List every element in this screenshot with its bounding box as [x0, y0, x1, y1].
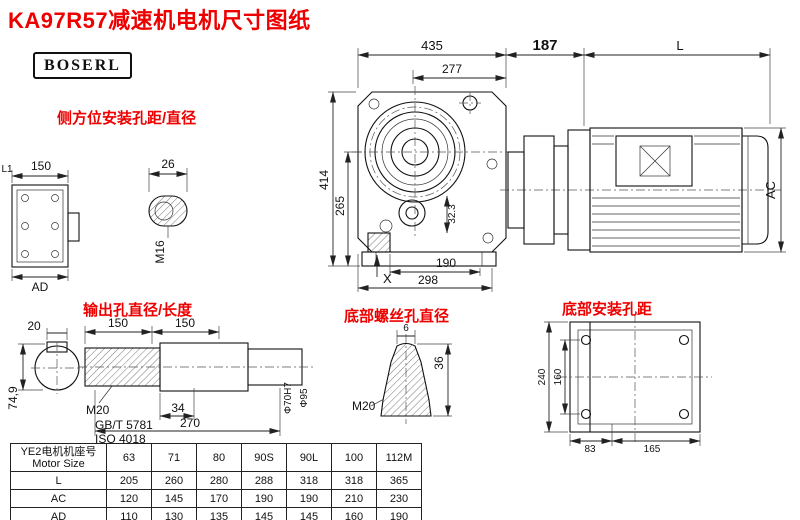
dim-hub: Φ95: [299, 388, 310, 408]
table-cell: 170: [196, 489, 242, 508]
dim-265: 265: [333, 196, 347, 216]
table-cell: 110: [106, 507, 152, 520]
side-view: L1 150 AD: [1, 159, 80, 294]
col-header-63: 63: [106, 443, 152, 472]
dim-187: 187: [532, 37, 557, 54]
dim-m16: M16: [153, 240, 167, 264]
table-cell: 365: [376, 471, 422, 490]
table-cell: 210: [331, 489, 377, 508]
dim-x-mark: X: [383, 271, 392, 286]
output-shaft-view: 20 150 150 74,9 M20 GB/T 5781 ISO 4018 3…: [6, 316, 314, 446]
table-cell: 230: [376, 489, 422, 508]
table-cell: 190: [376, 507, 422, 520]
col-header-90s: 90S: [241, 443, 287, 472]
side-hole-detail: 26 M16: [148, 157, 188, 264]
bottom-screw-detail: 6 36 M20: [352, 323, 452, 424]
dim-m20-screw: M20: [352, 399, 376, 413]
table-cell: 318: [286, 471, 332, 490]
page-title: KA97R57减速机电机尺寸图纸: [8, 8, 311, 33]
label-bottom-screw: 底部螺丝孔直径: [344, 308, 450, 325]
row-label-ac: AC: [10, 489, 107, 508]
label-output-hole: 输出孔直径/长度: [83, 302, 193, 319]
table-cell: 280: [196, 471, 242, 490]
table-cell: 190: [286, 489, 332, 508]
row-label-ad: AD: [10, 507, 107, 520]
dim-150a: 150: [108, 316, 128, 330]
dim-277: 277: [442, 62, 462, 76]
table-cell: 205: [106, 471, 152, 490]
motor-size-table: YE2电机机座号 Motor Size 63 71 80 90S 90L 100…: [10, 443, 422, 520]
row-label-l: L: [10, 471, 107, 490]
table-row-l: L 205 260 280 288 318 318 365: [10, 471, 422, 490]
table-cell: 260: [151, 471, 197, 490]
dim-298: 298: [418, 273, 438, 287]
x-mount-pad: [367, 232, 391, 253]
col-header-80: 80: [196, 443, 242, 472]
dim-83: 83: [584, 444, 596, 455]
header-en: Motor Size: [32, 457, 85, 470]
dim-190: 190: [436, 256, 456, 270]
dim-414: 414: [317, 170, 331, 190]
dim-36: 36: [432, 356, 446, 370]
table-header-row: YE2电机机座号 Motor Size 63 71 80 90S 90L 100…: [10, 443, 422, 472]
table-cell: 130: [151, 507, 197, 520]
dim-150b: 150: [175, 316, 195, 330]
standard-gbt: GB/T 5781: [95, 418, 153, 432]
table-row-ac: AC 120 145 170 190 190 210 230: [10, 489, 422, 508]
main-front-view: X 435 277 414 265 32.3 1: [317, 38, 512, 292]
col-header-112m: 112M: [376, 443, 422, 472]
bottom-mount-view: 240 160 83 165: [537, 314, 712, 455]
table-cell: 145: [151, 489, 197, 508]
dim-74-9: 74,9: [6, 386, 20, 410]
label-side-mount-holes: 侧方位安装孔距/直径: [57, 110, 197, 127]
table-cell: 135: [196, 507, 242, 520]
dim-l: L: [676, 38, 683, 53]
dim-l1: L1: [1, 164, 13, 175]
dim-m20-shaft: M20: [86, 403, 110, 417]
table-cell: 145: [241, 507, 287, 520]
dim-26: 26: [161, 157, 175, 171]
table-cell: 145: [286, 507, 332, 520]
dim-ad: AD: [32, 280, 49, 294]
table-row-ad: AD 110 130 135 145 145 160 190: [10, 507, 422, 520]
table-cell: 120: [106, 489, 152, 508]
table-cell: 190: [241, 489, 287, 508]
col-header-71: 71: [151, 443, 197, 472]
terminal-box: [615, 135, 693, 187]
table-cell: 288: [241, 471, 287, 490]
dim-270: 270: [180, 416, 200, 430]
dim-side-150: 150: [31, 159, 51, 173]
dim-240: 240: [537, 368, 548, 385]
motor-side-view: 187 L AC: [500, 37, 786, 253]
table-cell: 160: [331, 507, 377, 520]
header-motor-size: YE2电机机座号 Motor Size: [10, 443, 107, 472]
dim-ac: AC: [763, 181, 778, 199]
dim-160: 160: [553, 368, 564, 385]
header-cn: YE2电机机座号: [20, 445, 97, 458]
table-cell: 318: [331, 471, 377, 490]
dim-6: 6: [403, 323, 409, 334]
dim-bore: Φ70H7: [283, 382, 294, 414]
dim-32-3: 32.3: [447, 204, 458, 224]
dim-165: 165: [644, 444, 661, 455]
brand-logo: BOSERL: [33, 52, 132, 79]
dim-20: 20: [27, 319, 41, 333]
fan-cover: [742, 135, 769, 245]
col-header-90l: 90L: [286, 443, 332, 472]
col-header-100: 100: [331, 443, 377, 472]
dim-435: 435: [421, 38, 443, 53]
label-bottom-mount: 底部安装孔距: [562, 301, 653, 318]
dim-34: 34: [171, 401, 185, 415]
standard-iso: ISO 4018: [95, 432, 146, 446]
